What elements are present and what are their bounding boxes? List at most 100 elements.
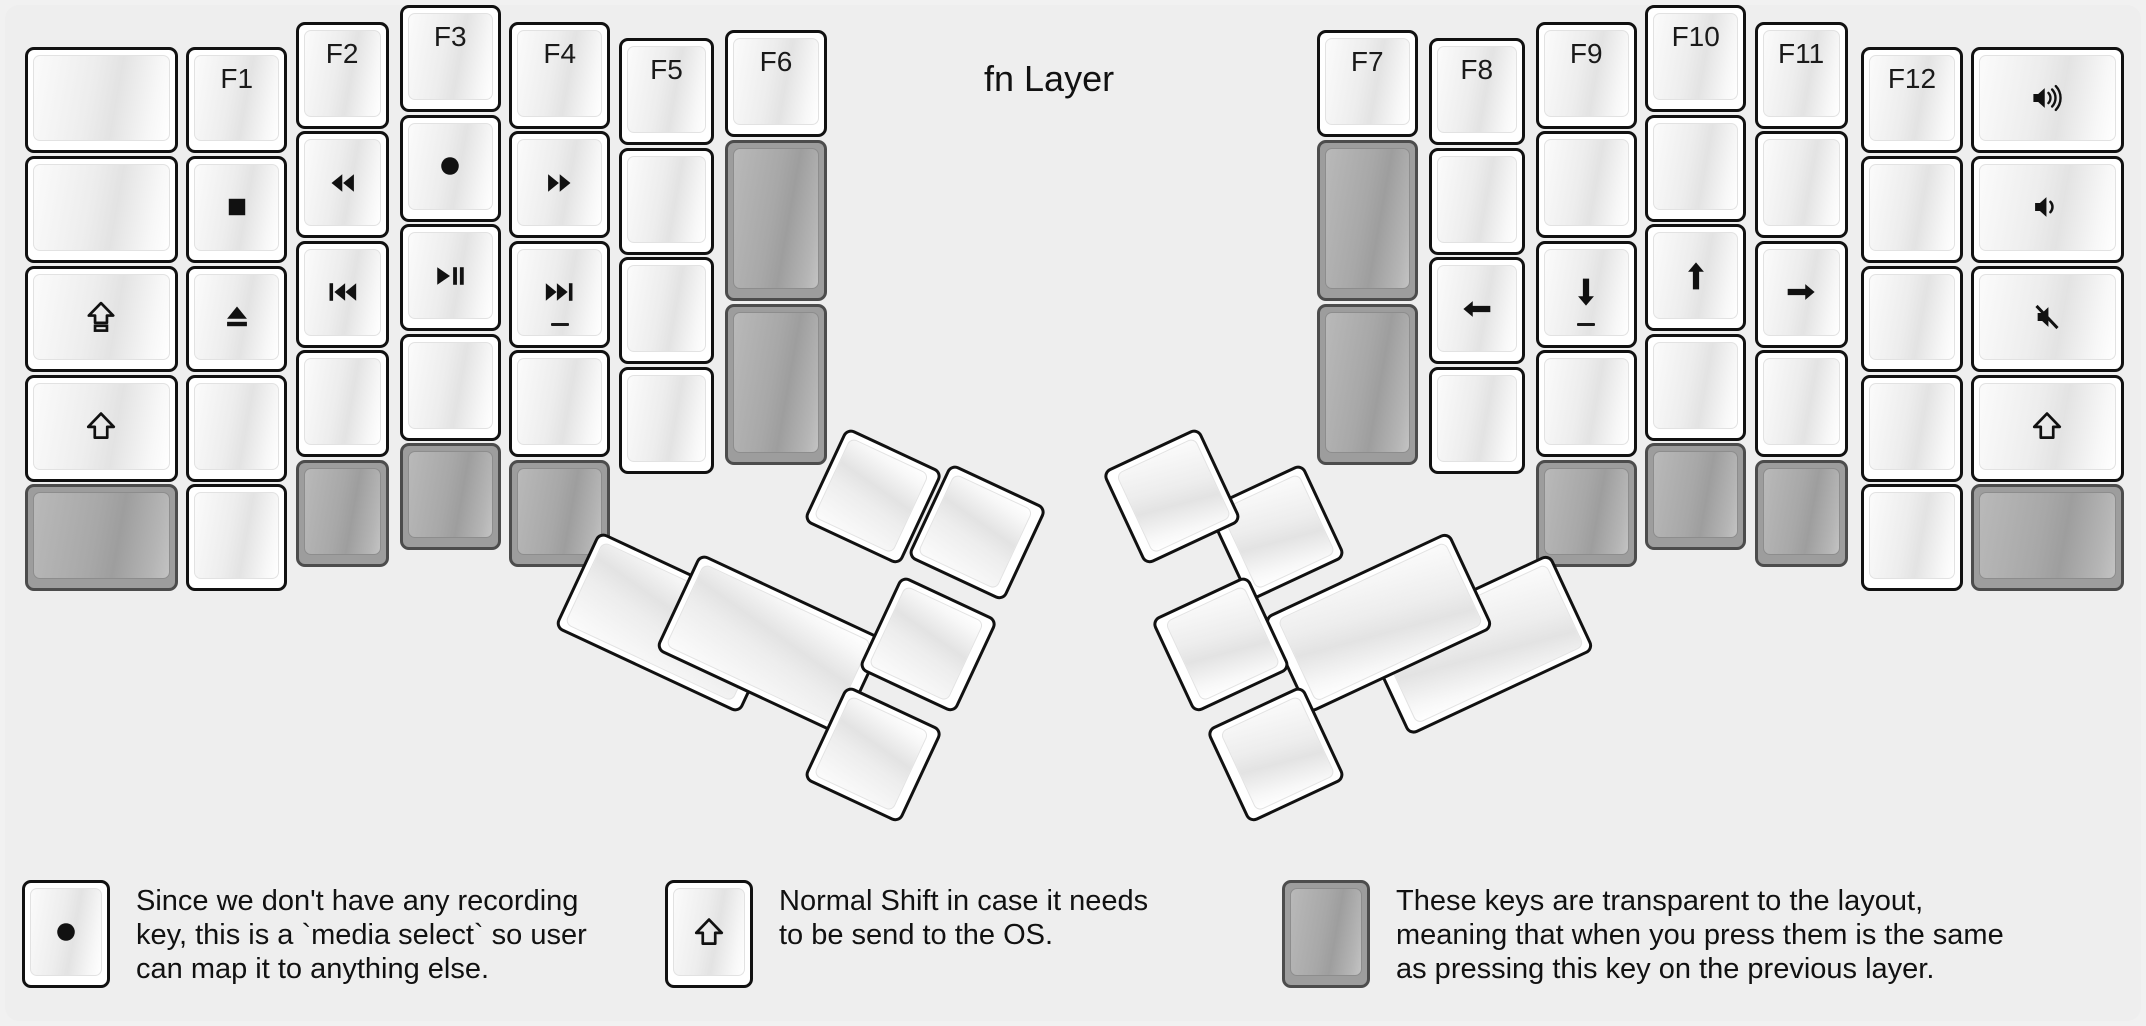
keycap	[517, 467, 603, 555]
key-right-inner-1-r1[interactable]: F8	[1428, 38, 1525, 146]
key-right-pinky-r1[interactable]: F12	[1861, 46, 1963, 154]
key-right-thumb-small-top-right[interactable]	[1101, 427, 1242, 567]
keycap	[517, 358, 603, 446]
key-right-thumb-small-top-left[interactable]	[1205, 462, 1346, 603]
key-right-pinky-outer-r5[interactable]	[1970, 484, 2125, 592]
keycap	[917, 473, 1034, 590]
key-left-ring-r4[interactable]	[295, 350, 389, 458]
keycap	[1869, 273, 1955, 361]
key-right-pinky-outer-r1[interactable]	[1970, 46, 2125, 154]
key-right-middle-r4[interactable]	[1645, 333, 1747, 441]
key-right-inner-1-r3[interactable]	[1428, 257, 1525, 365]
keycap	[303, 139, 381, 227]
key-right-pinky-outer-r2[interactable]	[1970, 156, 2125, 263]
key-right-inner-1-r2[interactable]	[1428, 147, 1525, 255]
keycap	[1978, 492, 2117, 580]
keycap	[32, 383, 170, 470]
key-right-pinky-r2[interactable]	[1861, 156, 1963, 263]
key-left-thumb-small-mid-right[interactable]	[857, 574, 999, 715]
shift-icon	[2030, 409, 2064, 443]
keycap: F1	[194, 54, 280, 142]
keycap	[1219, 695, 1336, 812]
key-left-middle-r4[interactable]	[399, 333, 501, 441]
key-right-pinky-r5[interactable]	[1861, 484, 1963, 592]
key-left-pinky-outer-r1[interactable]	[24, 46, 178, 154]
shift-icon	[84, 409, 118, 443]
key-left-pinky-outer-r5[interactable]	[24, 484, 178, 592]
key-legend-top: F5	[650, 54, 683, 86]
keycap	[407, 232, 493, 320]
key-left-middle-r1[interactable]: F3	[399, 5, 501, 113]
key-right-ring-r4[interactable]	[1754, 350, 1848, 458]
arrow-up-icon	[1679, 259, 1713, 293]
key-left-index-r2[interactable]	[509, 131, 611, 239]
key-right-middle-r1[interactable]: F10	[1645, 5, 1747, 113]
key-right-ring-r5[interactable]	[1754, 459, 1848, 567]
key-left-pinky-r5[interactable]	[186, 484, 288, 592]
key-left-index-r4[interactable]	[509, 350, 611, 458]
key-left-inner-2-r1[interactable]: F6	[725, 30, 827, 137]
key-left-pinky-r4[interactable]	[186, 375, 288, 482]
key-right-index-r1[interactable]: F9	[1535, 21, 1637, 129]
key-left-middle-r3[interactable]	[399, 224, 501, 332]
eject-icon	[220, 300, 254, 334]
key-right-pinky-r3[interactable]	[1861, 265, 1963, 373]
keycap	[303, 248, 381, 336]
keycap	[1324, 147, 1410, 290]
key-right-inner-2-r1[interactable]: F7	[1316, 30, 1418, 137]
key-left-middle-r5[interactable]	[399, 443, 501, 551]
keycap	[1869, 383, 1955, 470]
key-left-ring-r5[interactable]	[295, 459, 389, 567]
key-left-pinky-r3[interactable]	[186, 265, 288, 373]
key-right-inner-1-r4[interactable]	[1428, 366, 1525, 474]
key-left-pinky-r1[interactable]: F1	[186, 46, 288, 154]
key-right-index-r3[interactable]	[1535, 240, 1637, 348]
key-left-inner-1-r1[interactable]: F5	[618, 38, 715, 146]
shift-icon	[692, 915, 726, 949]
key-left-inner-1-r2[interactable]	[618, 147, 715, 255]
key-left-inner-2-r2[interactable]	[725, 139, 827, 302]
key-left-ring-r1[interactable]: F2	[295, 21, 389, 129]
key-left-inner-2-r3[interactable]	[725, 303, 827, 466]
keycap	[407, 341, 493, 429]
key-right-ring-r2[interactable]	[1754, 131, 1848, 239]
keycap	[1762, 248, 1840, 336]
legend-note-swatch	[665, 880, 753, 988]
key-right-index-r2[interactable]	[1535, 131, 1637, 239]
key-left-pinky-outer-r2[interactable]	[24, 156, 178, 263]
key-right-ring-r1[interactable]: F11	[1754, 21, 1848, 129]
key-right-middle-r3[interactable]	[1645, 224, 1747, 332]
key-legend-top: F9	[1569, 37, 1603, 69]
key-right-index-r4[interactable]	[1535, 350, 1637, 458]
key-left-pinky-r2[interactable]	[186, 156, 288, 263]
keycap	[1978, 54, 2117, 142]
key-right-middle-r5[interactable]	[1645, 443, 1747, 551]
key-left-index-r3[interactable]	[509, 240, 611, 348]
key-right-pinky-r4[interactable]	[1861, 375, 1963, 482]
key-left-inner-1-r3[interactable]	[618, 257, 715, 365]
arrow-left-icon	[1460, 292, 1494, 326]
key-left-pinky-outer-r3[interactable]	[24, 265, 178, 373]
key-legend-top: F6	[759, 46, 793, 78]
play-pause-icon	[433, 259, 467, 293]
key-right-pinky-outer-r4[interactable]	[1970, 375, 2125, 482]
key-left-middle-r2[interactable]	[399, 114, 501, 222]
key-left-inner-1-r4[interactable]	[618, 366, 715, 474]
key-left-ring-r2[interactable]	[295, 131, 389, 239]
key-right-middle-r2[interactable]	[1645, 114, 1747, 222]
rewind-icon	[325, 166, 359, 200]
keycap	[1324, 311, 1410, 454]
key-left-pinky-outer-r4[interactable]	[24, 375, 178, 482]
key-right-thumb-small-mid-left[interactable]	[1150, 574, 1292, 715]
key-right-ring-r3[interactable]	[1754, 240, 1848, 348]
keycap	[407, 122, 493, 210]
key-right-index-r5[interactable]	[1535, 459, 1637, 567]
key-left-index-r1[interactable]: F4	[509, 21, 611, 129]
key-right-inner-2-r3[interactable]	[1316, 303, 1418, 466]
key-right-pinky-outer-r3[interactable]	[1970, 265, 2125, 373]
keycap	[1543, 467, 1629, 555]
key-left-ring-r3[interactable]	[295, 240, 389, 348]
key-legend-top: F12	[1887, 62, 1937, 94]
key-right-inner-2-r2[interactable]	[1316, 139, 1418, 302]
